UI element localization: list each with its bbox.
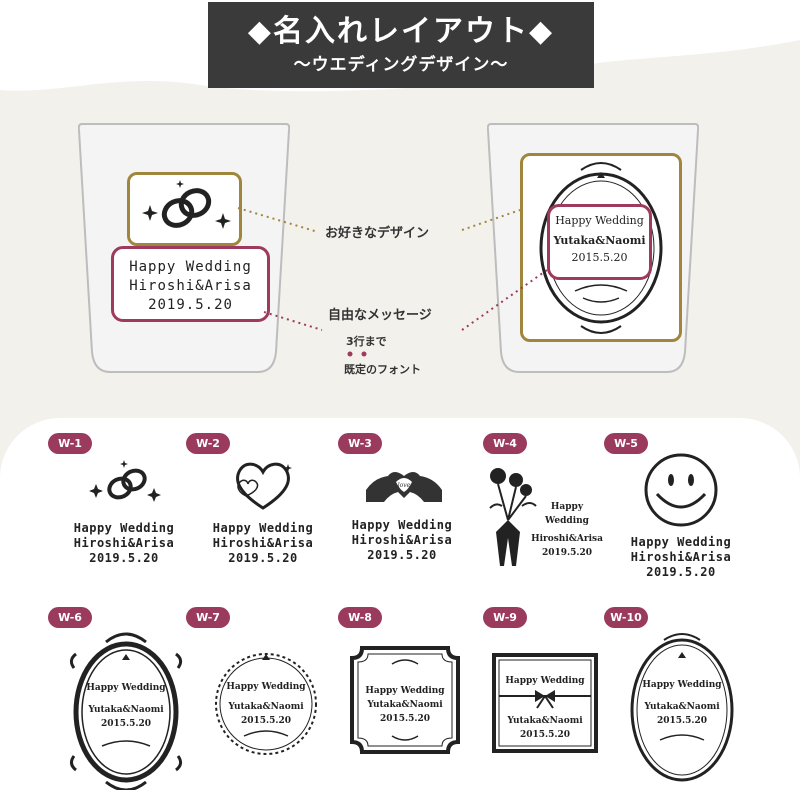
line-2: Hiroshi&Arisa: [531, 534, 603, 544]
design-w1-text: Happy Wedding Hiroshi&Arisa 2019.5.20: [62, 521, 186, 566]
tag-w1: W-1: [48, 433, 92, 454]
design-w9-text-top: Happy Wedding: [505, 674, 585, 688]
line-3: 2019.5.20: [646, 565, 716, 579]
line-1: Happy Wedding: [73, 521, 175, 535]
line-1: Happy Wedding: [351, 518, 453, 532]
line-3: 2019.5.20: [89, 551, 159, 565]
design-w5-text: Happy Wedding Hiroshi&Arisa 2019.5.20: [622, 535, 740, 580]
message-line-1: Happy Wedding: [555, 214, 644, 227]
love-label: love: [398, 482, 411, 489]
line-3: 2015.5.20: [519, 730, 571, 740]
line-1: Happy Wedding: [642, 680, 722, 690]
wreath-frame-icon: [215, 653, 317, 755]
line-2: Hiroshi&Arisa: [212, 536, 314, 550]
callout-design: お好きなデザイン: [325, 226, 430, 241]
line-1: Happy Wedding: [226, 682, 306, 692]
tag-w7: W-7: [186, 607, 230, 628]
callout-font: 既定のフォント: [344, 363, 421, 376]
design-w9-text-bottom: Yutaka&Naomi 2015.5.20: [505, 714, 585, 742]
label-frame-icon: [350, 646, 460, 754]
oval-frame-icon: [539, 162, 663, 334]
line-2: Yutaka&Naomi: [228, 702, 304, 712]
rings-icon: [142, 180, 231, 229]
line-3: 2019.5.20: [541, 548, 593, 558]
design-w10-text: Happy Wedding Yutaka&Naomi 2015.5.20: [642, 678, 722, 728]
message-line-3: 2015.5.20: [571, 251, 628, 264]
smiley-icon: [644, 453, 718, 527]
callout-message: 自由なメッセージ: [328, 308, 432, 323]
message-line-2: Yutaka&Naomi: [553, 234, 646, 247]
line-2: Yutaka&Naomi: [88, 705, 164, 715]
page-title: ◆名入れレイアウト◆: [247, 14, 555, 49]
rings-icon: [89, 460, 161, 502]
oval-frame-icon: [630, 633, 734, 782]
baroque-frame-icon: [69, 632, 183, 790]
tag-w5: W-5: [604, 433, 648, 454]
line-3: 2015.5.20: [240, 716, 292, 726]
design-w4-text: Happy Wedding Hiroshi&Arisa 2019.5.20: [528, 500, 606, 560]
line-2: Hiroshi&Arisa: [630, 550, 732, 564]
line-3: 2019.5.20: [367, 548, 437, 562]
tag-w4: W-4: [483, 433, 527, 454]
line-1: Happy Wedding: [212, 521, 314, 535]
line-3: 2015.5.20: [656, 716, 708, 726]
line-2: Yutaka&Naomi: [644, 702, 720, 712]
line-1: Happy Wedding: [630, 535, 732, 549]
line-2: Yutaka&Naomi: [507, 716, 583, 726]
line-2: Yutaka&Naomi: [367, 700, 443, 710]
design-w2-text: Happy Wedding Hiroshi&Arisa 2019.5.20: [200, 521, 326, 566]
line-1: Happy Wedding: [365, 686, 445, 696]
line-2: Hiroshi&Arisa: [351, 533, 453, 547]
page-subtitle: 〜ウエディングデザイン〜: [293, 55, 509, 75]
tag-w3: W-3: [338, 433, 382, 454]
message-area-right: Happy Wedding Yutaka&Naomi 2015.5.20: [547, 204, 652, 280]
message-line-3: 2019.5.20: [148, 297, 233, 313]
design-area-left: [127, 172, 242, 246]
line-3: 2019.5.20: [228, 551, 298, 565]
line-1: Happy Wedding: [86, 683, 166, 693]
line-3: 2015.5.20: [379, 714, 431, 724]
tag-w9: W-9: [483, 607, 527, 628]
heart-icon: [236, 462, 292, 510]
page-title-box: ◆名入れレイアウト◆ 〜ウエディングデザイン〜: [208, 2, 594, 88]
design-w3-text: Happy Wedding Hiroshi&Arisa 2019.5.20: [340, 518, 464, 563]
line-2: Hiroshi&Arisa: [73, 536, 175, 550]
design-w6-text: Happy Wedding Yutaka&Naomi 2015.5.20: [86, 681, 166, 731]
tag-w8: W-8: [338, 607, 382, 628]
message-area-left: Happy Wedding Hiroshi&Arisa 2019.5.20: [111, 246, 270, 322]
tag-w2: W-2: [186, 433, 230, 454]
line-1: Happy Wedding: [545, 502, 589, 526]
message-line-2: Hiroshi&Arisa: [129, 278, 252, 294]
message-line-1: Happy Wedding: [129, 259, 252, 275]
design-w7-text: Happy Wedding Yutaka&Naomi 2015.5.20: [226, 680, 306, 728]
ribbon-frame-icon: [492, 653, 598, 753]
line-3: 2015.5.20: [100, 719, 152, 729]
callout-lines: [237, 207, 548, 357]
rose-bouquet-icon: [489, 468, 537, 566]
design-w8-text: Happy Wedding Yutaka&Naomi 2015.5.20: [365, 684, 445, 726]
line-1: Happy Wedding: [505, 676, 585, 686]
callout-lines-limit: 3行まで: [346, 335, 387, 348]
heart-hands-icon: love: [366, 472, 442, 502]
tag-w6: W-6: [48, 607, 92, 628]
tag-w10: W-10: [604, 607, 648, 628]
